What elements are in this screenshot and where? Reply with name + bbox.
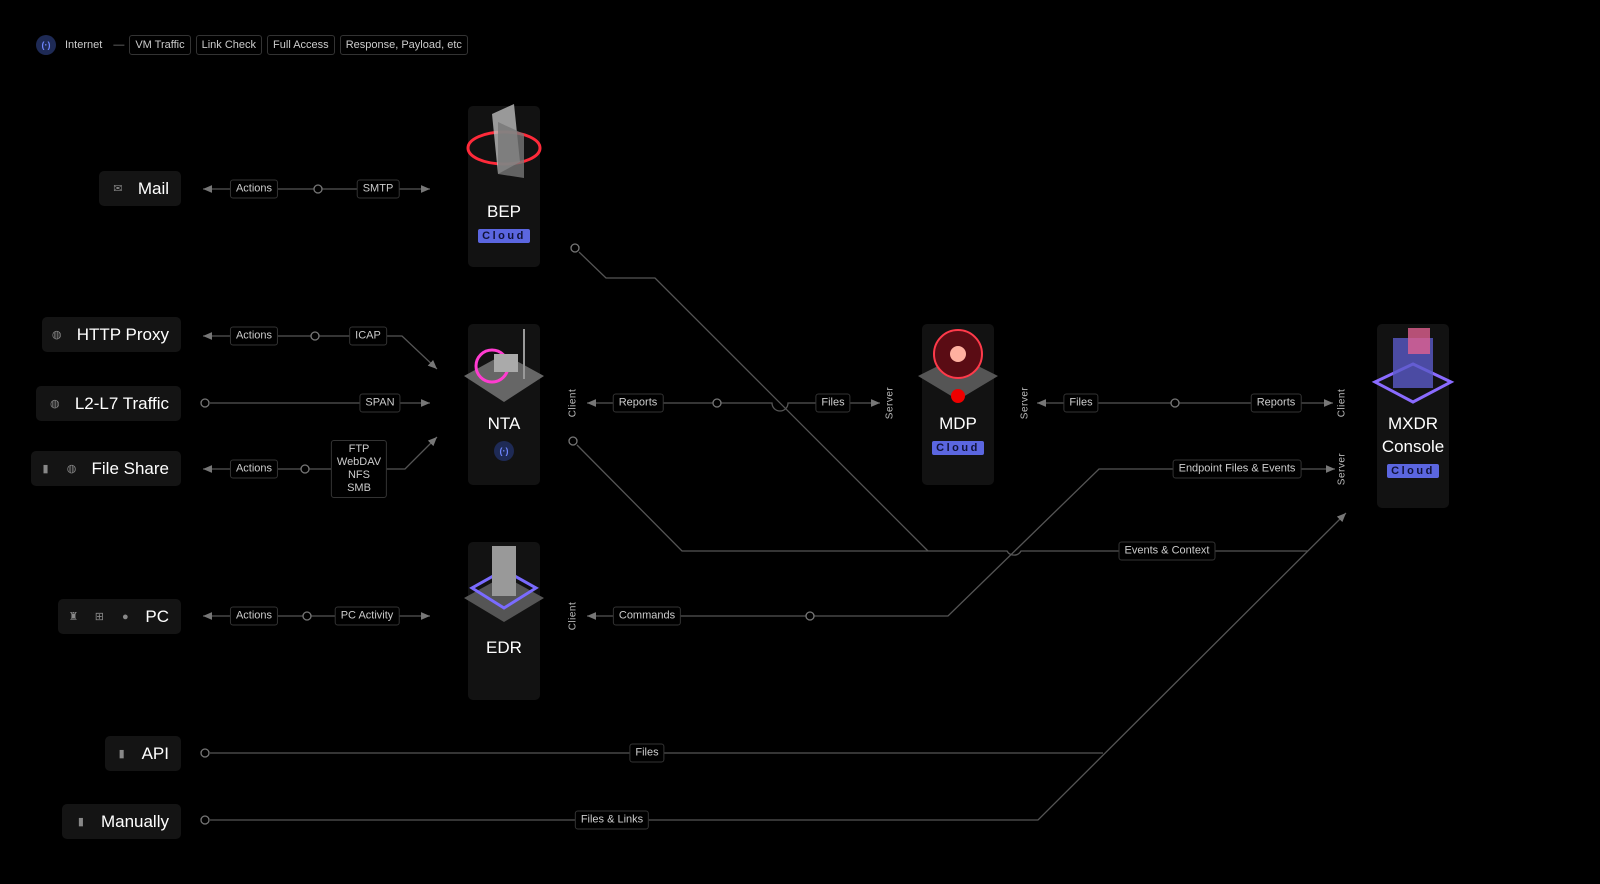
label-actions: Actions <box>229 179 279 199</box>
source-l2l7[interactable]: ◍ L2-L7 Traffic <box>36 386 181 421</box>
linux-icon: ♜ <box>68 611 79 623</box>
mail-icon: ✉ <box>113 183 123 195</box>
label-endpoint: Endpoint Files & Events <box>1172 459 1302 479</box>
antenna-icon: (·) <box>494 441 514 461</box>
product-name: Console <box>1381 437 1445 456</box>
tag-response: Response, Payload, etc <box>339 35 468 55</box>
label-pc-activity: PC Activity <box>334 606 400 626</box>
source-api[interactable]: ▮ API <box>105 736 181 771</box>
protocol: WebDAV <box>336 456 382 468</box>
label-actions: Actions <box>229 326 279 346</box>
product-name: BEP <box>486 202 522 221</box>
source-http-proxy[interactable]: ◍ HTTP Proxy <box>42 317 181 352</box>
source-label: HTTP Proxy <box>76 324 169 344</box>
label-reports: Reports <box>612 393 664 413</box>
globe-icon: ◍ <box>50 398 60 410</box>
windows-icon: ⊞ <box>94 611 104 623</box>
product-nta[interactable]: NTA (·) <box>464 324 544 485</box>
protocol: NFS <box>347 469 370 481</box>
server-label: Server <box>884 386 896 420</box>
label-icap: ICAP <box>349 326 387 346</box>
source-label: Manually <box>100 811 169 831</box>
apple-icon: ● <box>122 610 129 623</box>
bep-illustration <box>466 104 542 178</box>
client-label: Client <box>1336 388 1348 418</box>
source-file-share[interactable]: ▮ ◍ File Share <box>31 451 181 486</box>
source-label: API <box>141 743 169 763</box>
cloud-badge: Cloud <box>478 229 530 243</box>
antenna-icon: (·) <box>36 35 56 55</box>
server-label: Server <box>1019 386 1031 420</box>
protocol: FTP <box>348 443 370 455</box>
source-pc[interactable]: ♜ ⊞ ● PC <box>58 599 181 634</box>
label-files-links: Files & Links <box>574 810 650 830</box>
label-commands: Commands <box>612 606 682 626</box>
tag-full-access: Full Access <box>267 35 335 55</box>
label-events: Events & Context <box>1118 541 1216 561</box>
product-name: MXDR <box>1387 414 1439 433</box>
tag-vm-traffic: VM Traffic <box>129 35 191 55</box>
globe-icon: ◍ <box>51 329 62 341</box>
mxdr-illustration <box>1371 328 1455 404</box>
product-bep[interactable]: BEP Cloud <box>466 104 542 267</box>
label-span: SPAN <box>359 393 401 413</box>
source-mail[interactable]: ✉ Mail <box>99 171 181 206</box>
protocol: SMB <box>347 482 371 494</box>
product-edr[interactable]: EDR <box>464 542 544 700</box>
nta-illustration <box>464 329 544 402</box>
product-mdp[interactable]: MDP Cloud <box>918 324 998 485</box>
file-icon: ▮ <box>118 748 125 760</box>
server-label: Server <box>1336 452 1348 486</box>
source-label: PC <box>145 606 169 626</box>
product-mxdr[interactable]: MXDR Console Cloud <box>1371 324 1455 508</box>
label-smtp: SMTP <box>356 179 400 199</box>
label-reports: Reports <box>1250 393 1302 413</box>
cloud-badge: Cloud <box>932 441 984 455</box>
tag-link-check: Link Check <box>195 35 263 55</box>
product-name: MDP <box>939 414 977 433</box>
file-icon: ▮ <box>77 816 84 828</box>
legend: (·) Internet — VM Traffic Link Check Ful… <box>36 35 468 55</box>
product-name: EDR <box>486 638 522 657</box>
source-label: File Share <box>91 458 169 478</box>
client-label: Client <box>567 388 579 418</box>
source-manually[interactable]: ▮ Manually <box>62 804 181 839</box>
edr-illustration <box>464 546 544 622</box>
mdp-illustration <box>918 329 998 403</box>
label-files: Files <box>1063 393 1099 413</box>
globe-icon: ◍ <box>66 463 77 475</box>
file-icon: ▮ <box>42 463 49 475</box>
label-files: Files <box>629 743 665 763</box>
client-label: Client <box>567 601 579 631</box>
dash: — <box>113 39 125 51</box>
legend-internet: Internet <box>65 39 103 51</box>
label-actions: Actions <box>229 606 279 626</box>
source-label: Mail <box>137 178 169 198</box>
product-name: NTA <box>487 414 521 433</box>
label-actions: Actions <box>229 459 279 479</box>
source-label: L2-L7 Traffic <box>74 393 169 413</box>
label-files: Files <box>815 393 851 413</box>
cloud-badge: Cloud <box>1387 464 1439 478</box>
